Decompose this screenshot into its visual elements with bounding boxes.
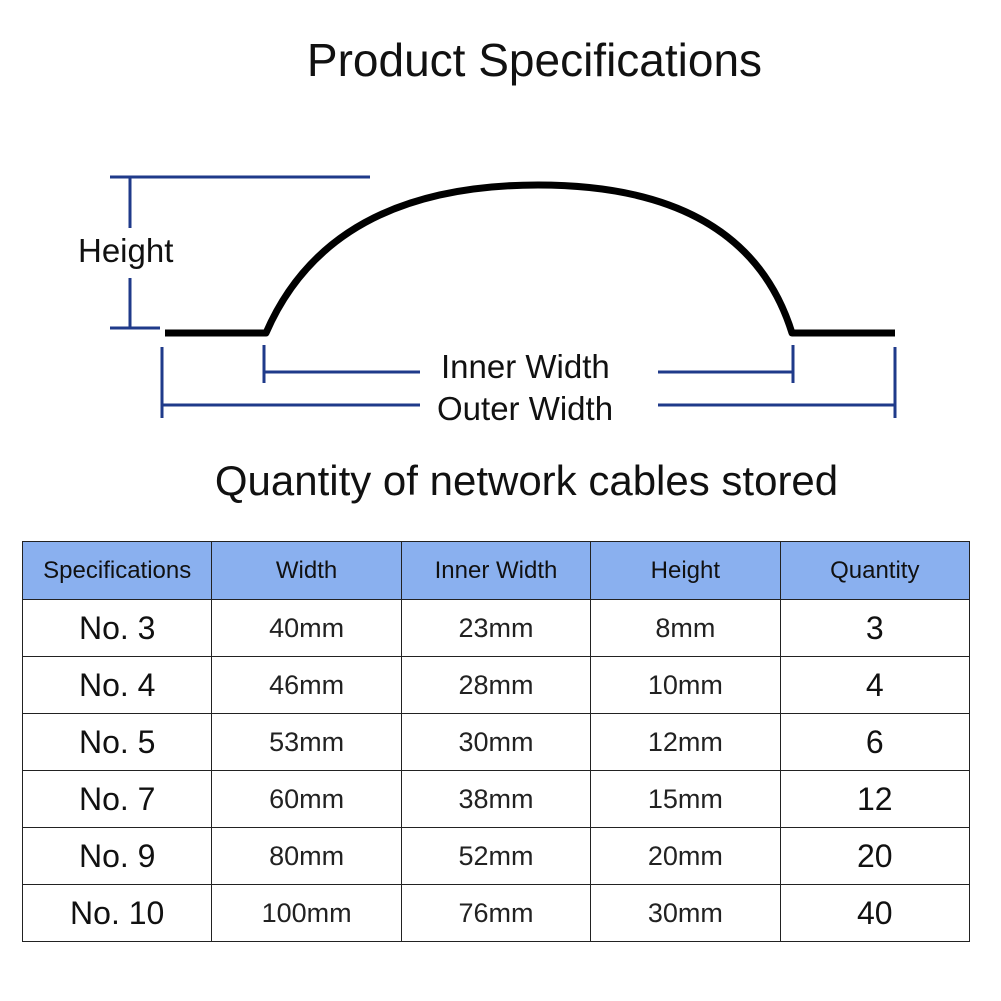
quantity-cell: 6 [779,713,971,771]
table-row: No. 4 46mm 28mm 10mm 4 [21,656,971,714]
width-cell: 80mm [211,827,402,885]
column-header-quantity: Quantity [779,541,971,600]
width-cell: 46mm [211,656,402,714]
spec-cell: No. 9 [21,827,213,885]
spec-cell: No. 5 [21,713,213,771]
height-cell: 30mm [590,884,781,942]
spec-cell: No. 7 [21,770,213,828]
height-label: Height [78,232,174,269]
inner-width-cell: 23mm [400,599,592,657]
height-cell: 12mm [590,713,781,771]
quantity-cell: 4 [779,656,971,714]
column-header-height: Height [590,541,781,600]
spec-cell: No. 10 [21,884,213,942]
quantity-cell: 20 [779,827,971,885]
width-cell: 53mm [211,713,402,771]
quantity-cell: 12 [779,770,971,828]
section-subtitle: Quantity of network cables stored [214,457,839,504]
table-row: No. 10 100mm 76mm 30mm 40 [21,884,971,942]
specifications-table: Specifications Width Inner Width Height … [21,541,971,942]
quantity-cell: 3 [779,599,971,657]
inner-width-cell: 38mm [400,770,592,828]
width-cell: 60mm [211,770,402,828]
height-cell: 15mm [590,770,781,828]
width-cell: 40mm [211,599,402,657]
page-title: Product Specifications [306,34,763,86]
height-cell: 20mm [590,827,781,885]
quantity-cell: 40 [779,884,971,942]
outer-width-label: Outer Width [437,390,614,427]
width-cell: 100mm [211,884,402,942]
table-row: No. 7 60mm 38mm 15mm 12 [21,770,971,828]
height-cell: 10mm [590,656,781,714]
column-header-width: Width [211,541,402,600]
table-row: No. 3 40mm 23mm 8mm 3 [21,599,971,657]
table-header-row: Specifications Width Inner Width Height … [21,541,971,600]
inner-width-cell: 52mm [400,827,592,885]
column-header-specifications: Specifications [21,541,213,600]
inner-width-cell: 30mm [400,713,592,771]
inner-width-cell: 28mm [400,656,592,714]
spec-cell: No. 3 [21,599,213,657]
cover-profile-shape [165,181,895,337]
inner-width-label: Inner Width [441,348,610,385]
dimension-lines [110,175,897,418]
column-header-inner-width: Inner Width [400,541,592,600]
inner-width-cell: 76mm [400,884,592,942]
cable-cover-profile-diagram [110,175,897,418]
table-row: No. 5 53mm 30mm 12mm 6 [21,713,971,771]
spec-cell: No. 4 [21,656,213,714]
height-cell: 8mm [590,599,781,657]
table-row: No. 9 80mm 52mm 20mm 20 [21,827,971,885]
